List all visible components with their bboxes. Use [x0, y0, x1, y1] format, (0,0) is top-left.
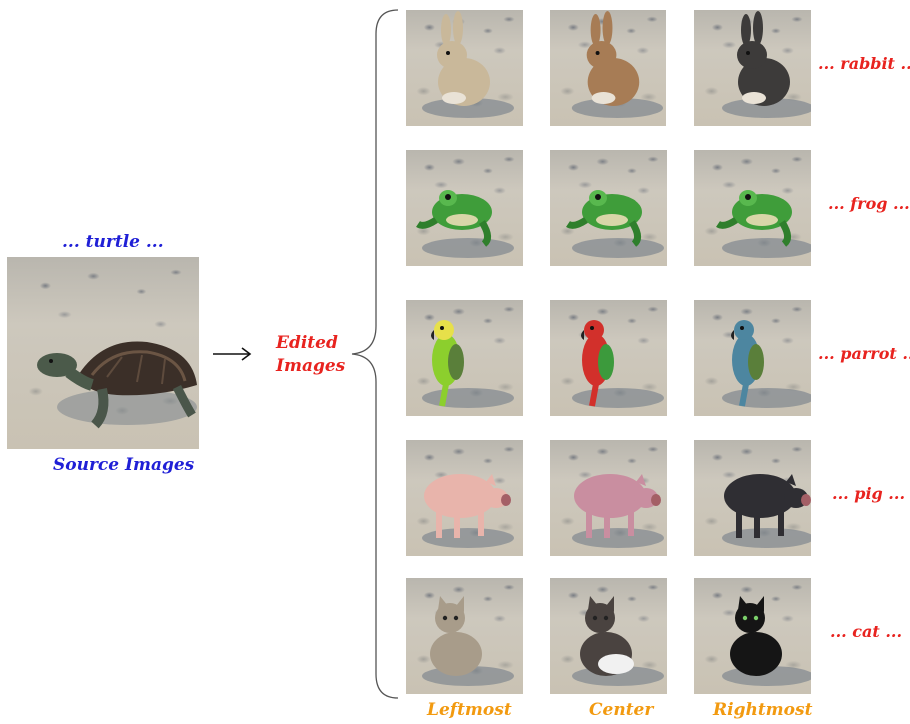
row-label-pig: ... pig ... [832, 484, 906, 503]
edited-image-cat-center [550, 578, 667, 694]
edited-image-frog-leftmost [406, 150, 523, 266]
curly-brace [351, 9, 399, 699]
edited-image-cat-rightmost [694, 578, 811, 694]
row-label-parrot: ... parrot ... [818, 344, 910, 363]
row-label-rabbit: ... rabbit ... [818, 54, 910, 73]
column-label-leftmost: Leftmost [427, 700, 512, 720]
edited-image-cat-leftmost [406, 578, 523, 694]
edited-images-label: Edited Images [276, 332, 346, 378]
row-label-cat: ... cat ... [830, 622, 903, 641]
edited-image-pig-leftmost [406, 440, 523, 556]
column-label-rightmost: Rightmost [713, 700, 813, 720]
edited-image-pig-rightmost [694, 440, 811, 556]
edited-image-parrot-leftmost [406, 300, 523, 416]
edited-image-rabbit-rightmost [694, 10, 811, 126]
edited-image-parrot-center [550, 300, 667, 416]
edited-label-line2: Images [276, 356, 346, 376]
source-images-label: Source Images [53, 455, 195, 475]
edited-image-frog-rightmost [694, 150, 811, 266]
row-label-frog: ... frog ... [828, 194, 910, 213]
edited-image-pig-center [550, 440, 667, 556]
edited-image-parrot-rightmost [694, 300, 811, 416]
source-image [7, 257, 199, 449]
edited-label-line1: Edited [276, 333, 338, 353]
turtle-figure [37, 341, 197, 429]
column-label-center: Center [589, 700, 654, 720]
edited-image-frog-center [550, 150, 667, 266]
edited-image-rabbit-center [550, 10, 666, 126]
right-arrow-icon [213, 347, 252, 361]
source-prompt-caption: ... turtle ... [62, 232, 164, 252]
edited-image-rabbit-leftmost [406, 10, 523, 126]
